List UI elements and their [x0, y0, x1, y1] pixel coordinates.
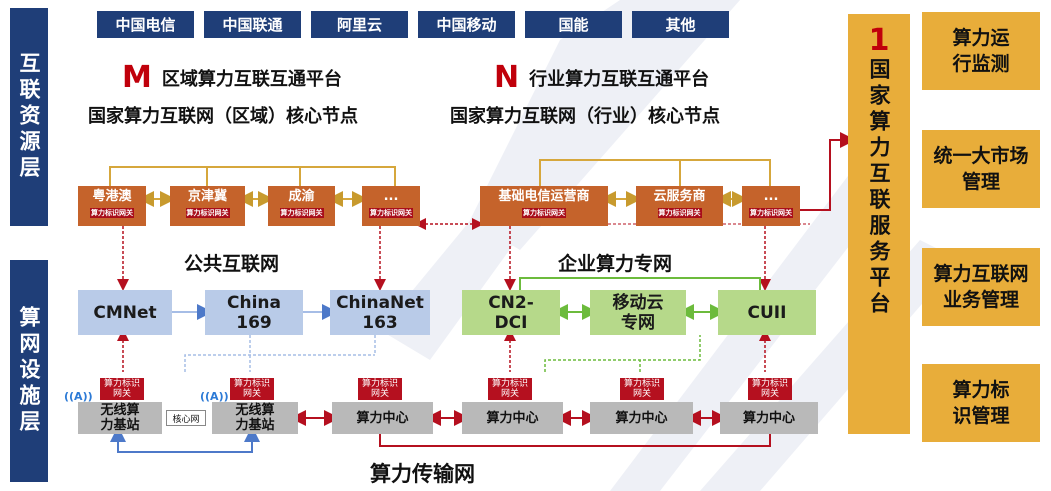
operator-chip: 国能 — [525, 11, 622, 38]
regional-node: 京津冀 算力标识网关 — [170, 186, 245, 226]
gateway-tag: 算力标识网关 — [749, 208, 793, 218]
gateway-tag: 算力标识网关 — [369, 208, 413, 218]
regional-letter: M — [122, 60, 152, 95]
gateway-tag: 算力标识网关 — [522, 208, 566, 218]
network-cmnet: CMNet — [78, 290, 172, 335]
operator-chip: 阿里云 — [311, 11, 408, 38]
gateway-tag: 算力标识网关 — [100, 378, 144, 400]
wireless-base-station: 无线算力基站 — [78, 402, 162, 434]
regional-node: 成渝 算力标识网关 — [268, 186, 335, 226]
gateway-tag: 算力标识网关 — [279, 208, 324, 218]
regional-platform-title: M 区域算力互联互通平台 — [122, 60, 342, 95]
operator-chip: 中国移动 — [418, 11, 515, 38]
node-label: ... — [383, 189, 399, 204]
gateway-tag: 算力标识网关 — [90, 208, 134, 218]
transport-network-label: 算力传输网 — [370, 462, 475, 486]
function-business-management: 算力互联网业务管理 — [922, 248, 1040, 326]
function-identifier-management: 算力标识管理 — [922, 364, 1040, 442]
industry-node: 基础电信运营商 算力标识网关 — [480, 186, 608, 226]
facility-layer-label: 算网设施层 — [10, 260, 48, 482]
industry-line2: 国家算力互联网（行业）核心节点 — [450, 106, 720, 127]
network-china169: China 169 — [205, 290, 303, 335]
node-label: 成渝 — [288, 189, 315, 204]
antenna-icon: ((A)) — [64, 390, 93, 403]
node-label: 粤港澳 — [92, 189, 132, 204]
computing-center: 算力中心 — [332, 402, 433, 434]
industry-node: 云服务商 算力标识网关 — [636, 186, 723, 226]
industry-letter: N — [494, 60, 520, 95]
resource-layer-label: 互联资源层 — [10, 8, 48, 226]
computing-center: 算力中心 — [590, 402, 693, 434]
network-mobile-cloud: 移动云专网 — [590, 290, 686, 335]
enterprise-network-label: 企业算力专网 — [558, 253, 673, 275]
network-cn2dci: CN2-DCI — [462, 290, 560, 335]
operator-chip: 中国联通 — [204, 11, 301, 38]
function-monitoring: 算力运行监测 — [922, 12, 1040, 90]
wireless-base-station: 无线算力基站 — [212, 402, 298, 434]
network-cuii: CUII — [718, 290, 816, 335]
gateway-tag: 算力标识网关 — [185, 208, 230, 218]
node-label: ... — [763, 189, 779, 204]
regional-line1: 区域算力互联互通平台 — [161, 68, 342, 90]
platform-label: 国家算力互联服务平台 — [867, 58, 891, 318]
national-service-platform: 1 国家算力互联服务平台 — [848, 14, 910, 434]
regional-line2: 国家算力互联网（区域）核心节点 — [88, 106, 358, 127]
gateway-tag: 算力标识网关 — [657, 208, 702, 218]
platform-number: 1 — [868, 23, 890, 58]
gateway-tag: 算力标识网关 — [358, 378, 402, 400]
computing-center: 算力中心 — [720, 402, 818, 434]
network-chinanet163: ChinaNet 163 — [330, 290, 430, 335]
operator-chip: 其他 — [632, 11, 729, 38]
operator-chip: 中国电信 — [97, 11, 194, 38]
antenna-icon: ((A)) — [200, 390, 229, 403]
gateway-tag: 算力标识网关 — [230, 378, 274, 400]
public-internet-label: 公共互联网 — [184, 253, 280, 275]
gateway-tag: 算力标识网关 — [620, 378, 664, 400]
node-label: 基础电信运营商 — [498, 189, 590, 204]
regional-node: ... 算力标识网关 — [362, 186, 420, 226]
industry-platform-title: N 行业算力互联互通平台 — [494, 60, 709, 95]
gateway-tag: 算力标识网关 — [488, 378, 532, 400]
node-label: 云服务商 — [653, 189, 706, 204]
regional-node: 粤港澳 算力标识网关 — [78, 186, 146, 226]
industry-node: ... 算力标识网关 — [742, 186, 800, 226]
function-market-management: 统一大市场管理 — [922, 130, 1040, 208]
gateway-tag: 算力标识网关 — [748, 378, 792, 400]
node-label: 京津冀 — [187, 189, 227, 204]
computing-center: 算力中心 — [462, 402, 563, 434]
industry-line1: 行业算力互联互通平台 — [529, 68, 710, 90]
core-network: 核心网 — [166, 410, 206, 426]
